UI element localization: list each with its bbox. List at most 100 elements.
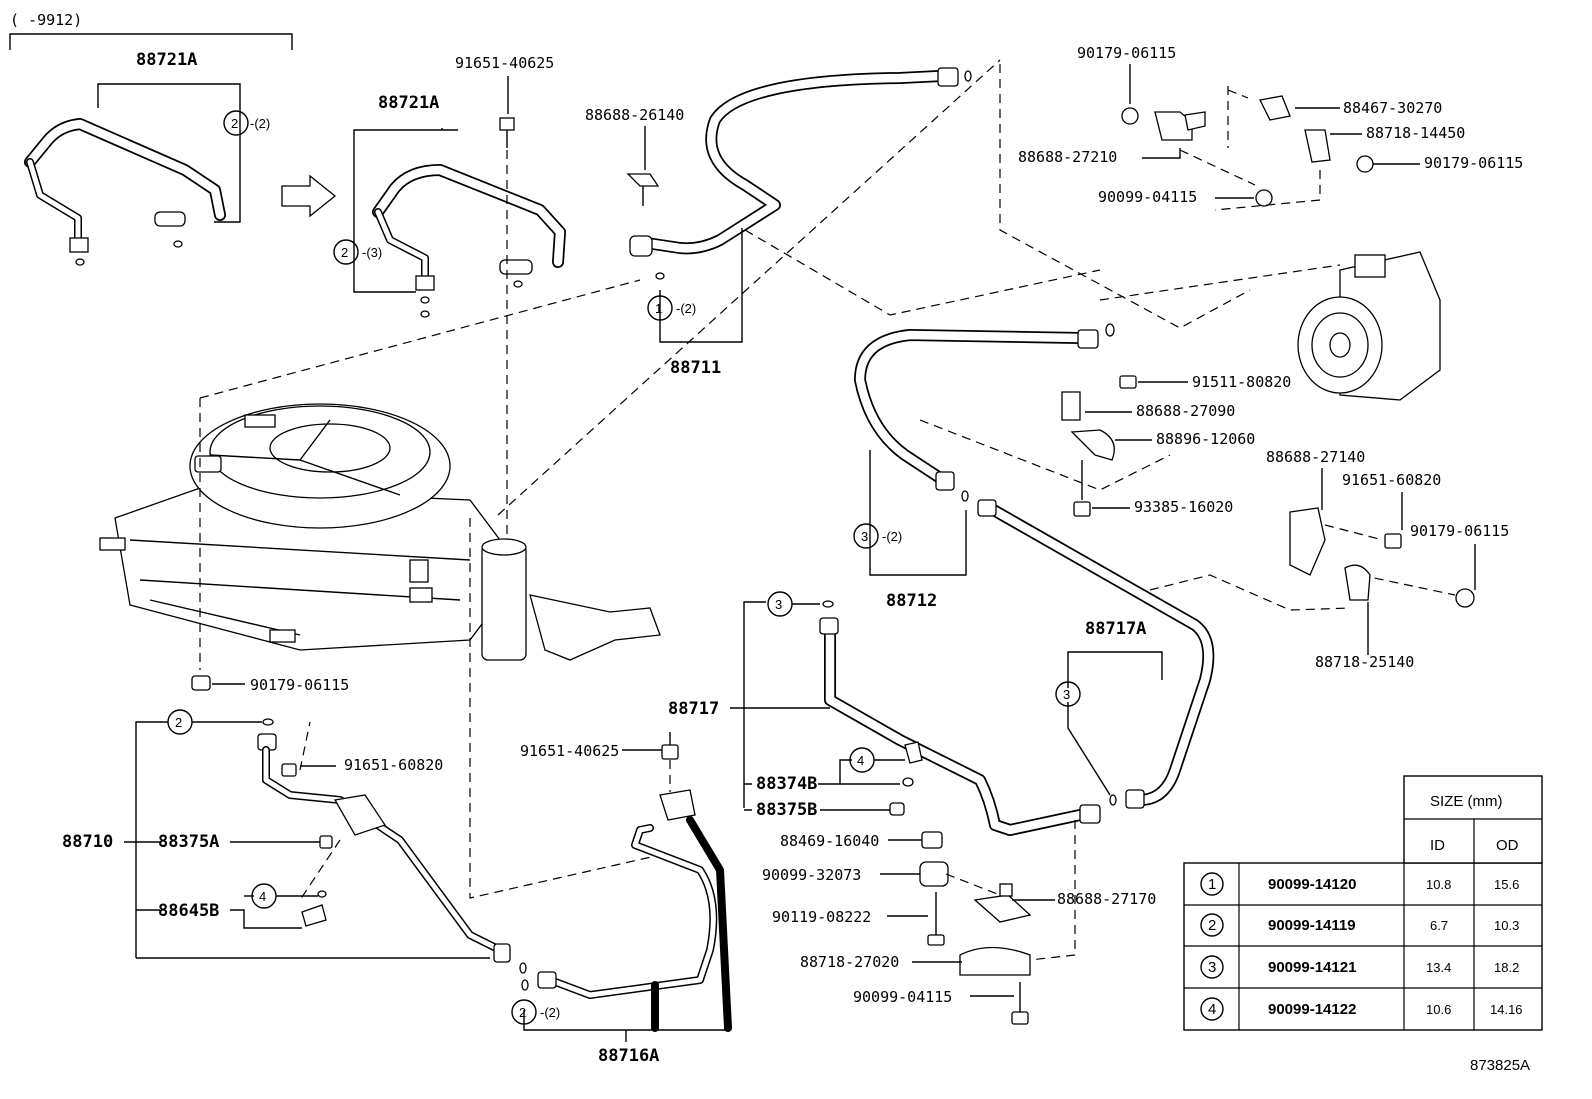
svg-text:14.16: 14.16 — [1490, 1002, 1523, 1017]
callout-2-88710: 2 — [167, 709, 193, 735]
size-table-row: 3 90099-14121 13.4 18.2 — [1200, 955, 1519, 979]
callout-3-88717A: 3 — [1055, 681, 1081, 707]
callout-4-88645B: 4 — [251, 883, 277, 909]
svg-text:1: 1 — [1208, 876, 1216, 893]
svg-text:6.7: 6.7 — [1430, 918, 1448, 933]
hose-88712: 3 -(2) 88712 — [853, 323, 1171, 611]
part-88645B-label: 88645B — [158, 901, 219, 921]
callout-1: 1 -(2) — [647, 295, 696, 321]
callout-3-88712: 3 -(2) — [853, 523, 902, 549]
svg-text:4: 4 — [259, 889, 266, 904]
svg-text:3: 3 — [861, 529, 868, 544]
replacement-arrow-icon — [281, 174, 337, 218]
svg-text:3: 3 — [1208, 959, 1216, 976]
svg-text:-(2): -(2) — [676, 301, 696, 316]
svg-text:90099-14121: 90099-14121 — [1268, 959, 1356, 976]
condenser-fan-assembly — [99, 59, 1001, 899]
svg-text:2: 2 — [519, 1005, 526, 1020]
callout-2-88716A: 2 -(2) — [511, 999, 560, 1025]
bolt-91651-40625-top: 91651-40625 — [455, 54, 554, 560]
svg-text:88688-27170: 88688-27170 — [1057, 890, 1156, 908]
part-88716A-label: 88716A — [598, 1046, 659, 1066]
part-88711-label: 88711 — [670, 358, 721, 378]
size-table-row: 2 90099-14119 6.7 10.3 — [1200, 913, 1519, 937]
svg-text:90099-14122: 90099-14122 — [1268, 1001, 1356, 1018]
drawing-id: 873825A — [1470, 1057, 1530, 1074]
svg-text:10.6: 10.6 — [1426, 1002, 1451, 1017]
part-88374B-label: 88374B — [756, 774, 817, 794]
size-table-col-od: OD — [1496, 837, 1519, 854]
svg-text:-(2): -(2) — [250, 116, 270, 131]
callout-3-88717: 3 — [767, 591, 793, 617]
svg-text:91651-60820: 91651-60820 — [344, 756, 443, 774]
svg-text:15.6: 15.6 — [1494, 877, 1519, 892]
mount-parts: 88469-16040 90099-32073 90119-08222 8868… — [762, 820, 1156, 1025]
svg-text:88688-27090: 88688-27090 — [1136, 402, 1235, 420]
svg-text:88718-27020: 88718-27020 — [800, 953, 899, 971]
callout-2-top: 2 -(2) — [223, 110, 270, 136]
svg-text:13.4: 13.4 — [1426, 960, 1451, 975]
svg-text:88718-14450: 88718-14450 — [1366, 124, 1465, 142]
svg-text:2: 2 — [231, 116, 238, 131]
svg-text:10.3: 10.3 — [1494, 918, 1519, 933]
svg-text:3: 3 — [1063, 687, 1070, 702]
svg-text:90179-06115: 90179-06115 — [1077, 44, 1176, 62]
svg-text:91651-40625: 91651-40625 — [455, 54, 554, 72]
bracket-parts-center: 91511-80820 88688-27090 88896-12060 9338… — [1061, 373, 1291, 517]
svg-text:90099-04115: 90099-04115 — [1098, 188, 1197, 206]
svg-text:4: 4 — [1208, 1001, 1216, 1018]
svg-text:88718-25140: 88718-25140 — [1315, 653, 1414, 671]
size-table-row: 4 90099-14122 10.6 14.16 — [1200, 997, 1523, 1021]
svg-text:1: 1 — [655, 301, 662, 316]
hose-88711: 88688-26140 1 -(2) 88711 — [585, 67, 972, 378]
part-88717A-label: 88717A — [1085, 619, 1146, 639]
svg-text:-(3): -(3) — [362, 245, 382, 260]
hose-88717: 3 88717 88374B 4 88375B — [668, 591, 1101, 836]
svg-text:-(2): -(2) — [882, 529, 902, 544]
svg-text:88469-16040: 88469-16040 — [780, 832, 879, 850]
header-range-label: ( -9912) — [10, 11, 82, 29]
svg-text:90099-04115: 90099-04115 — [853, 988, 952, 1006]
part-88712-label: 88712 — [886, 591, 937, 611]
svg-text:91651-60820: 91651-60820 — [1342, 471, 1441, 489]
compressor — [744, 229, 1441, 401]
svg-text:93385-16020: 93385-16020 — [1134, 498, 1233, 516]
svg-text:2: 2 — [1208, 917, 1216, 934]
pipe-88716A: 91651-40625 2 -(2) 88716A — [511, 732, 732, 1066]
hose-88721A: 88721A 2 -(3) — [333, 93, 566, 318]
top-right-parts: 90179-06115 88688-27210 90099-04115 8846… — [999, 44, 1523, 329]
svg-text:3: 3 — [775, 597, 782, 612]
nut-90179-06115-left: 90179-06115 — [191, 675, 349, 694]
part-88721A-top-label: 88721A — [136, 50, 197, 70]
bracket-parts-right: 88688-27140 91651-60820 90179-06115 8871… — [1149, 448, 1509, 671]
part-88717-label: 88717 — [668, 699, 719, 719]
svg-text:90099-14119: 90099-14119 — [1268, 917, 1356, 934]
svg-text:90119-08222: 90119-08222 — [772, 908, 871, 926]
size-table: SIZE (mm) ID OD 1 90099-14120 10.8 15.6 … — [1183, 775, 1543, 1031]
svg-text:-(2): -(2) — [540, 1005, 560, 1020]
part-88375B-label: 88375B — [756, 800, 817, 820]
svg-text:88467-30270: 88467-30270 — [1343, 99, 1442, 117]
svg-text:90099-32073: 90099-32073 — [762, 866, 861, 884]
svg-text:88688-27140: 88688-27140 — [1266, 448, 1365, 466]
svg-text:91511-80820: 91511-80820 — [1192, 373, 1291, 391]
part-88375A-label: 88375A — [158, 832, 219, 852]
inset-variant-group: ( -9912) 88721A 2 -(2) — [9, 11, 293, 266]
svg-text:90099-14120: 90099-14120 — [1268, 876, 1356, 893]
svg-text:2: 2 — [175, 715, 182, 730]
callout-2-mid: 2 -(3) — [333, 239, 382, 265]
svg-text:91651-40625: 91651-40625 — [520, 742, 619, 760]
size-table-header: SIZE (mm) — [1430, 793, 1503, 810]
svg-text:90179-06115: 90179-06115 — [1410, 522, 1509, 540]
svg-text:90179-06115: 90179-06115 — [1424, 154, 1523, 172]
pipe-88710: 91651-60820 2 88710 88375A 88645B 4 — [62, 709, 527, 974]
svg-text:90179-06115: 90179-06115 — [250, 676, 349, 694]
part-88721A-mid-label: 88721A — [378, 93, 439, 113]
svg-text:88688-26140: 88688-26140 — [585, 106, 684, 124]
svg-text:2: 2 — [341, 245, 348, 260]
svg-text:18.2: 18.2 — [1494, 960, 1519, 975]
part-88710-label: 88710 — [62, 832, 113, 852]
svg-text:4: 4 — [857, 753, 864, 768]
hose-88717A: 88717A 3 — [977, 499, 1215, 809]
